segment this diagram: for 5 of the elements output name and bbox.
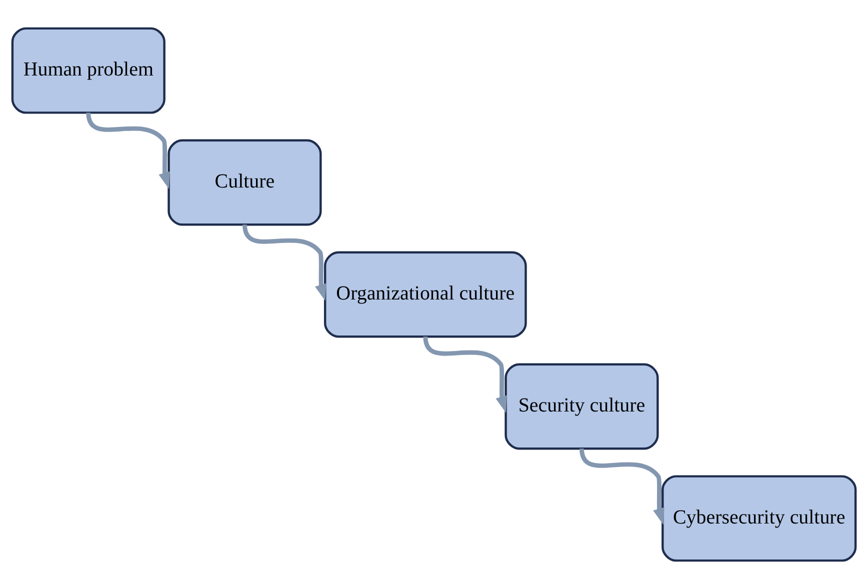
node-box: Organizational culture (324, 250, 527, 338)
node-box: Security culture (504, 362, 659, 450)
node-box: Culture (168, 138, 322, 226)
node-box: Human problem (11, 26, 166, 114)
node-box: Cybersecurity culture (662, 474, 857, 562)
